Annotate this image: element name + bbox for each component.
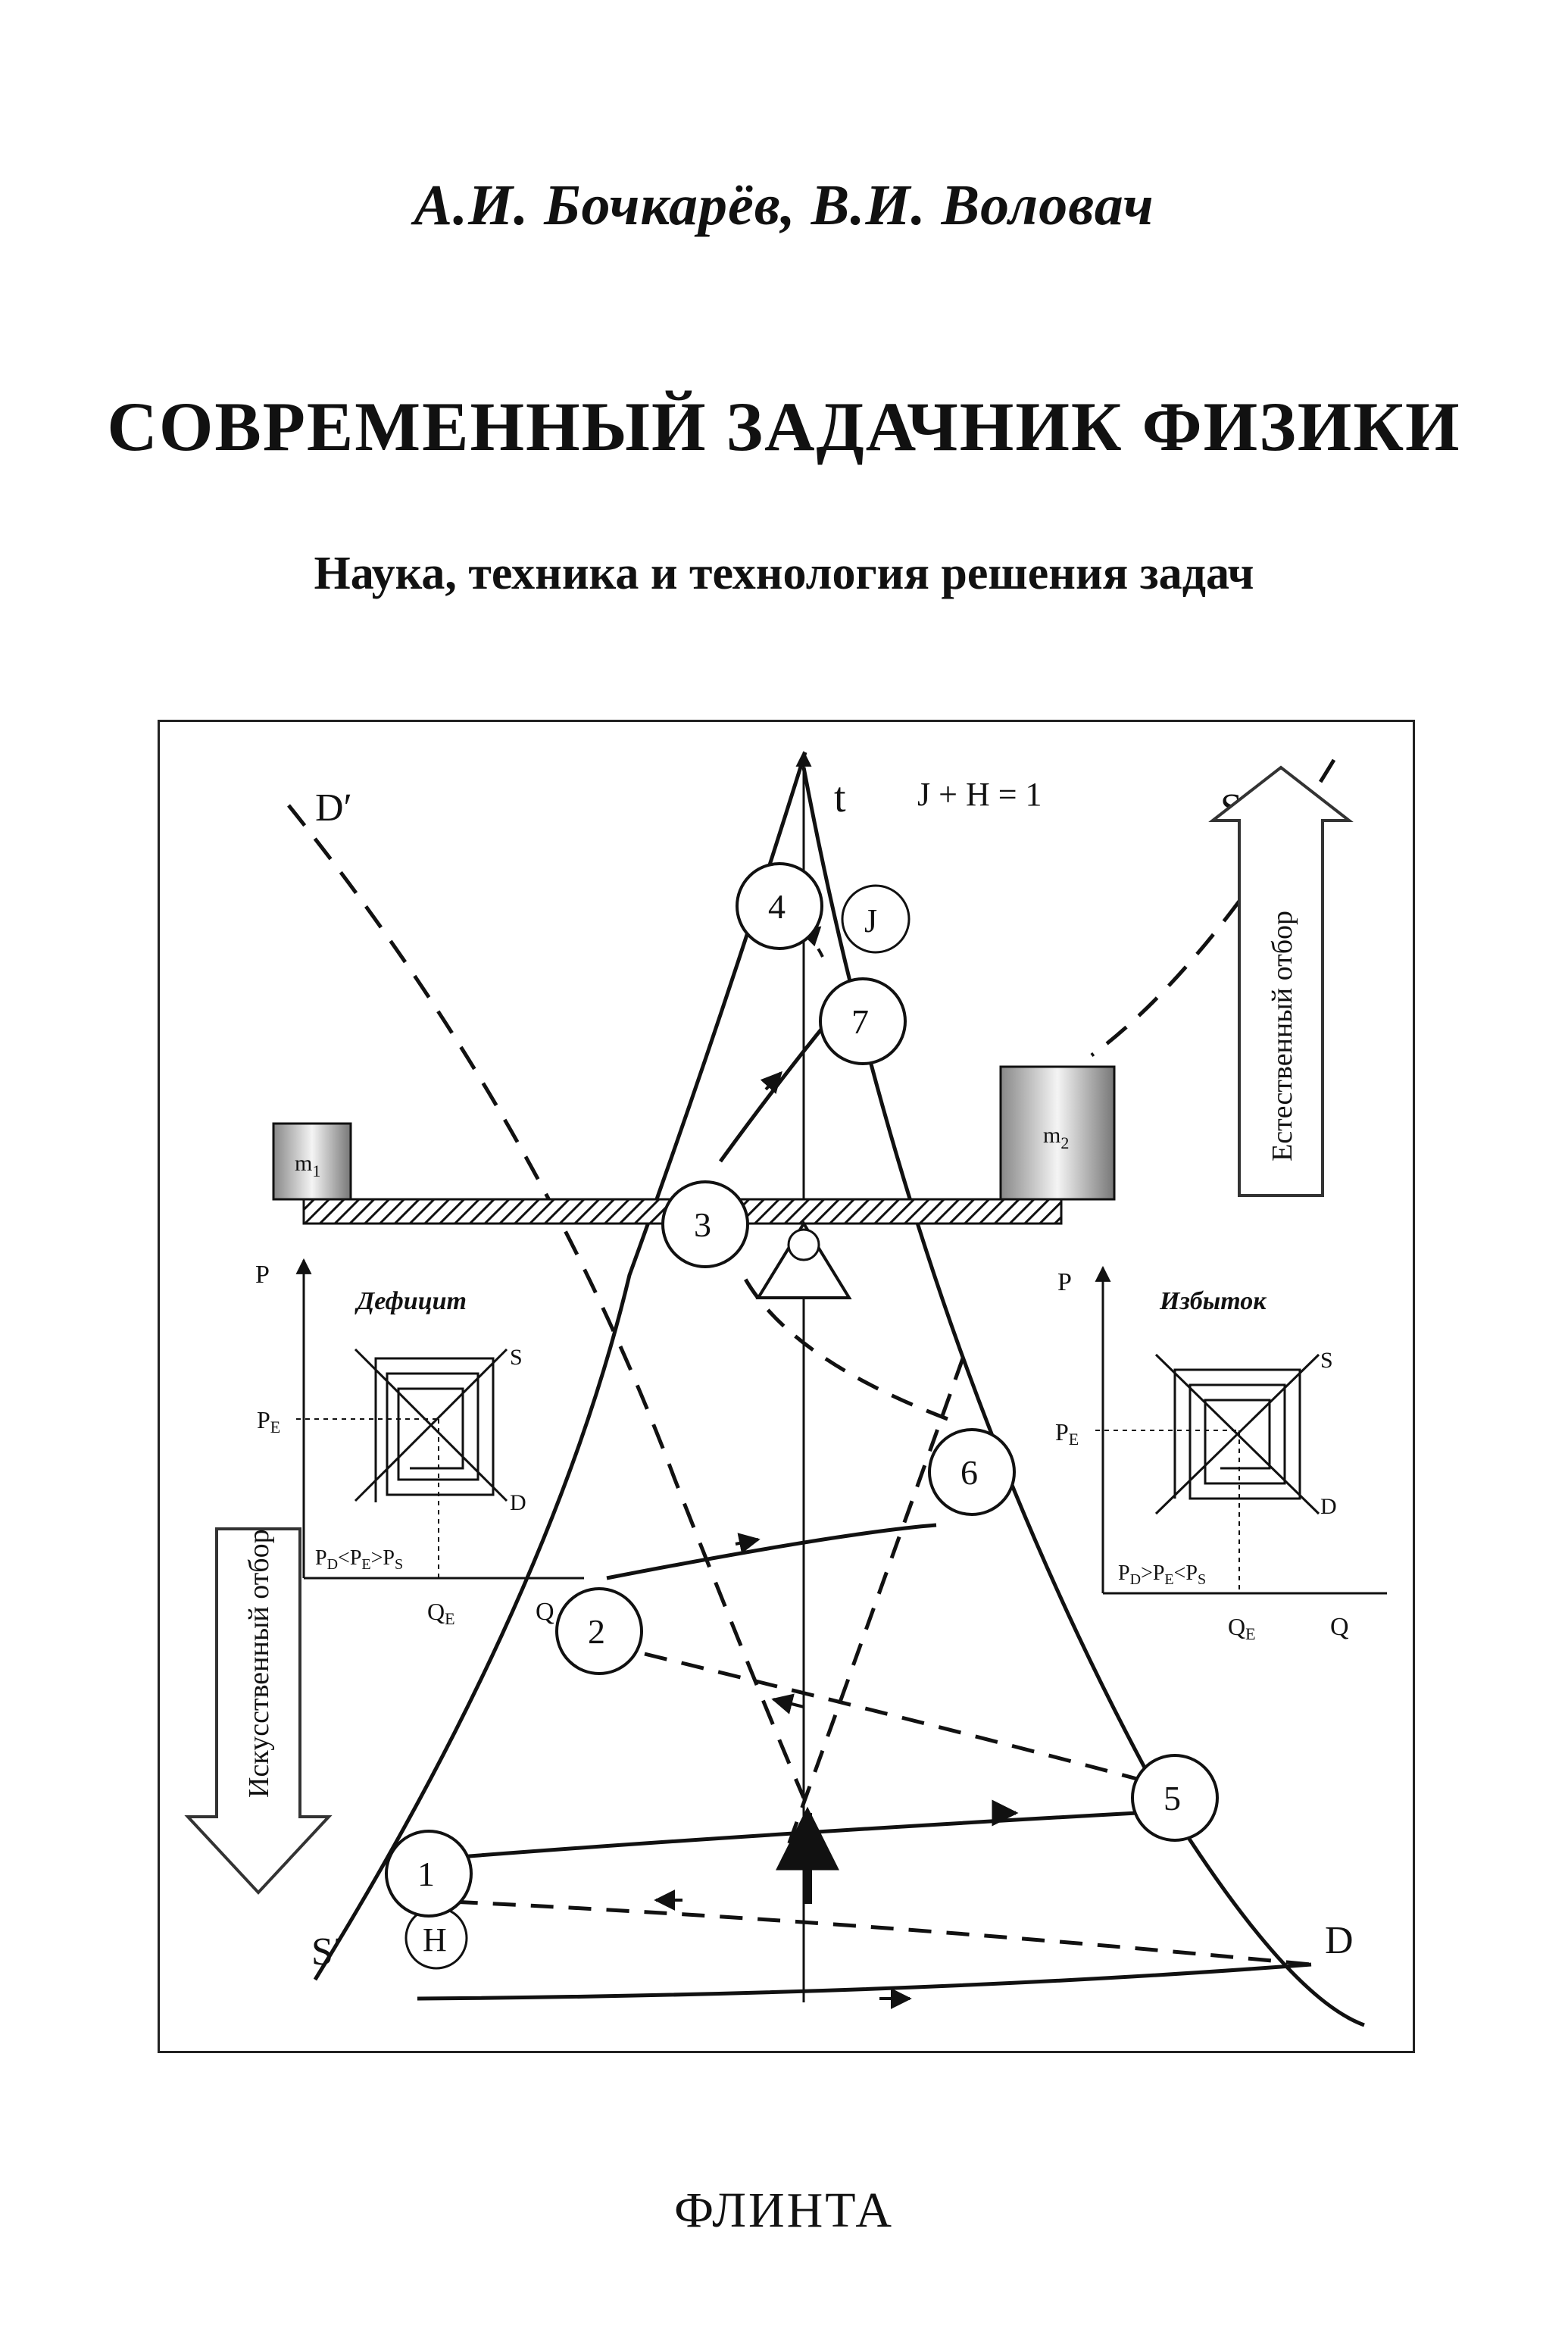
arrow-1-5 bbox=[439, 1811, 1138, 1861]
svg-text:H: H bbox=[423, 1921, 447, 1958]
natural-selection-label: Естественный отбор bbox=[1267, 911, 1298, 1161]
right-qe-label: QE bbox=[1228, 1613, 1256, 1643]
svg-text:5: 5 bbox=[1164, 1779, 1181, 1818]
left-triangle-curve bbox=[313, 752, 807, 1981]
node-1: 1 bbox=[385, 1830, 473, 1918]
diagram-svg: t J + H = 1 D′ S S′ D m1 bbox=[184, 750, 1387, 2027]
mass-right bbox=[999, 1065, 1116, 1201]
right-pe-label: PE bbox=[1055, 1418, 1079, 1449]
arrow-bottom bbox=[417, 1962, 1312, 2001]
svg-text:2: 2 bbox=[588, 1612, 605, 1651]
arrow-3-7 bbox=[718, 1012, 836, 1163]
right-inset-surplus: P Q Избыток PE QE S D PD>PE<PS bbox=[1055, 1265, 1387, 1643]
artificial-selection-label: Искусственный отбор bbox=[243, 1529, 275, 1798]
svg-text:P: P bbox=[255, 1261, 270, 1289]
t-axis-label: t bbox=[834, 774, 846, 821]
natural-selection-arrow bbox=[1208, 765, 1354, 1197]
node-3: 3 bbox=[661, 1180, 749, 1268]
node-2: 2 bbox=[555, 1587, 643, 1675]
s-prime-label: S′ bbox=[311, 1930, 342, 1974]
cover-diagram: t J + H = 1 D′ S S′ D m1 bbox=[158, 720, 1415, 2053]
svg-text:Q: Q bbox=[1330, 1613, 1349, 1641]
d-prime-label: D′ bbox=[315, 786, 352, 830]
arrow-d-1-dashed bbox=[417, 1898, 1312, 1967]
left-condition: PD<PE>PS bbox=[315, 1546, 403, 1573]
book-subtitle: Наука, техника и технология решения зада… bbox=[314, 548, 1254, 599]
svg-text:Дефицит: Дефицит bbox=[355, 1287, 467, 1315]
j-marker bbox=[841, 884, 911, 954]
authors: А.И. Бочкарёв, В.И. Воловач bbox=[414, 173, 1154, 237]
arrow-6-3-dashed bbox=[741, 1274, 948, 1421]
d-bottom-label: D bbox=[1325, 1919, 1354, 1962]
svg-text:D: D bbox=[510, 1490, 526, 1515]
artificial-selection-arrow bbox=[184, 1527, 333, 1895]
svg-text:Избыток: Избыток bbox=[1159, 1287, 1267, 1315]
node-4: 4 bbox=[736, 862, 823, 950]
svg-text:Q: Q bbox=[536, 1598, 554, 1626]
dashed-6-down bbox=[779, 1358, 965, 1867]
svg-text:7: 7 bbox=[851, 1002, 869, 1041]
node-7: 7 bbox=[819, 977, 907, 1065]
svg-text:6: 6 bbox=[960, 1453, 978, 1492]
svg-text:1: 1 bbox=[417, 1855, 435, 1893]
node-5: 5 bbox=[1131, 1754, 1219, 1842]
svg-text:S: S bbox=[1320, 1348, 1333, 1373]
node-6: 6 bbox=[928, 1428, 1016, 1516]
svg-text:P: P bbox=[1057, 1268, 1072, 1296]
svg-text:4: 4 bbox=[768, 887, 786, 926]
mass-left bbox=[272, 1122, 352, 1201]
mass-right-label: m2 bbox=[1043, 1123, 1069, 1152]
svg-text:3: 3 bbox=[694, 1205, 711, 1244]
arrow-5-2-dashed bbox=[644, 1652, 1138, 1781]
formula-label: J + H = 1 bbox=[917, 776, 1042, 813]
publisher: ФЛИНТА bbox=[674, 2183, 894, 2238]
left-inset-deficit: P Q Дефицит PE QE S D PD<PE>PS bbox=[255, 1258, 584, 1628]
svg-text:J: J bbox=[864, 902, 877, 939]
book-title: СОВРЕМЕННЫЙ ЗАДАЧНИК ФИЗИКИ bbox=[107, 388, 1461, 465]
mass-left-label: m1 bbox=[295, 1151, 320, 1180]
svg-text:D: D bbox=[1320, 1494, 1337, 1519]
svg-text:S: S bbox=[510, 1345, 523, 1370]
left-qe-label: QE bbox=[427, 1598, 455, 1628]
arrow-2-6 bbox=[606, 1523, 937, 1580]
left-pe-label: PE bbox=[257, 1406, 280, 1436]
right-condition: PD>PE<PS bbox=[1118, 1561, 1206, 1588]
